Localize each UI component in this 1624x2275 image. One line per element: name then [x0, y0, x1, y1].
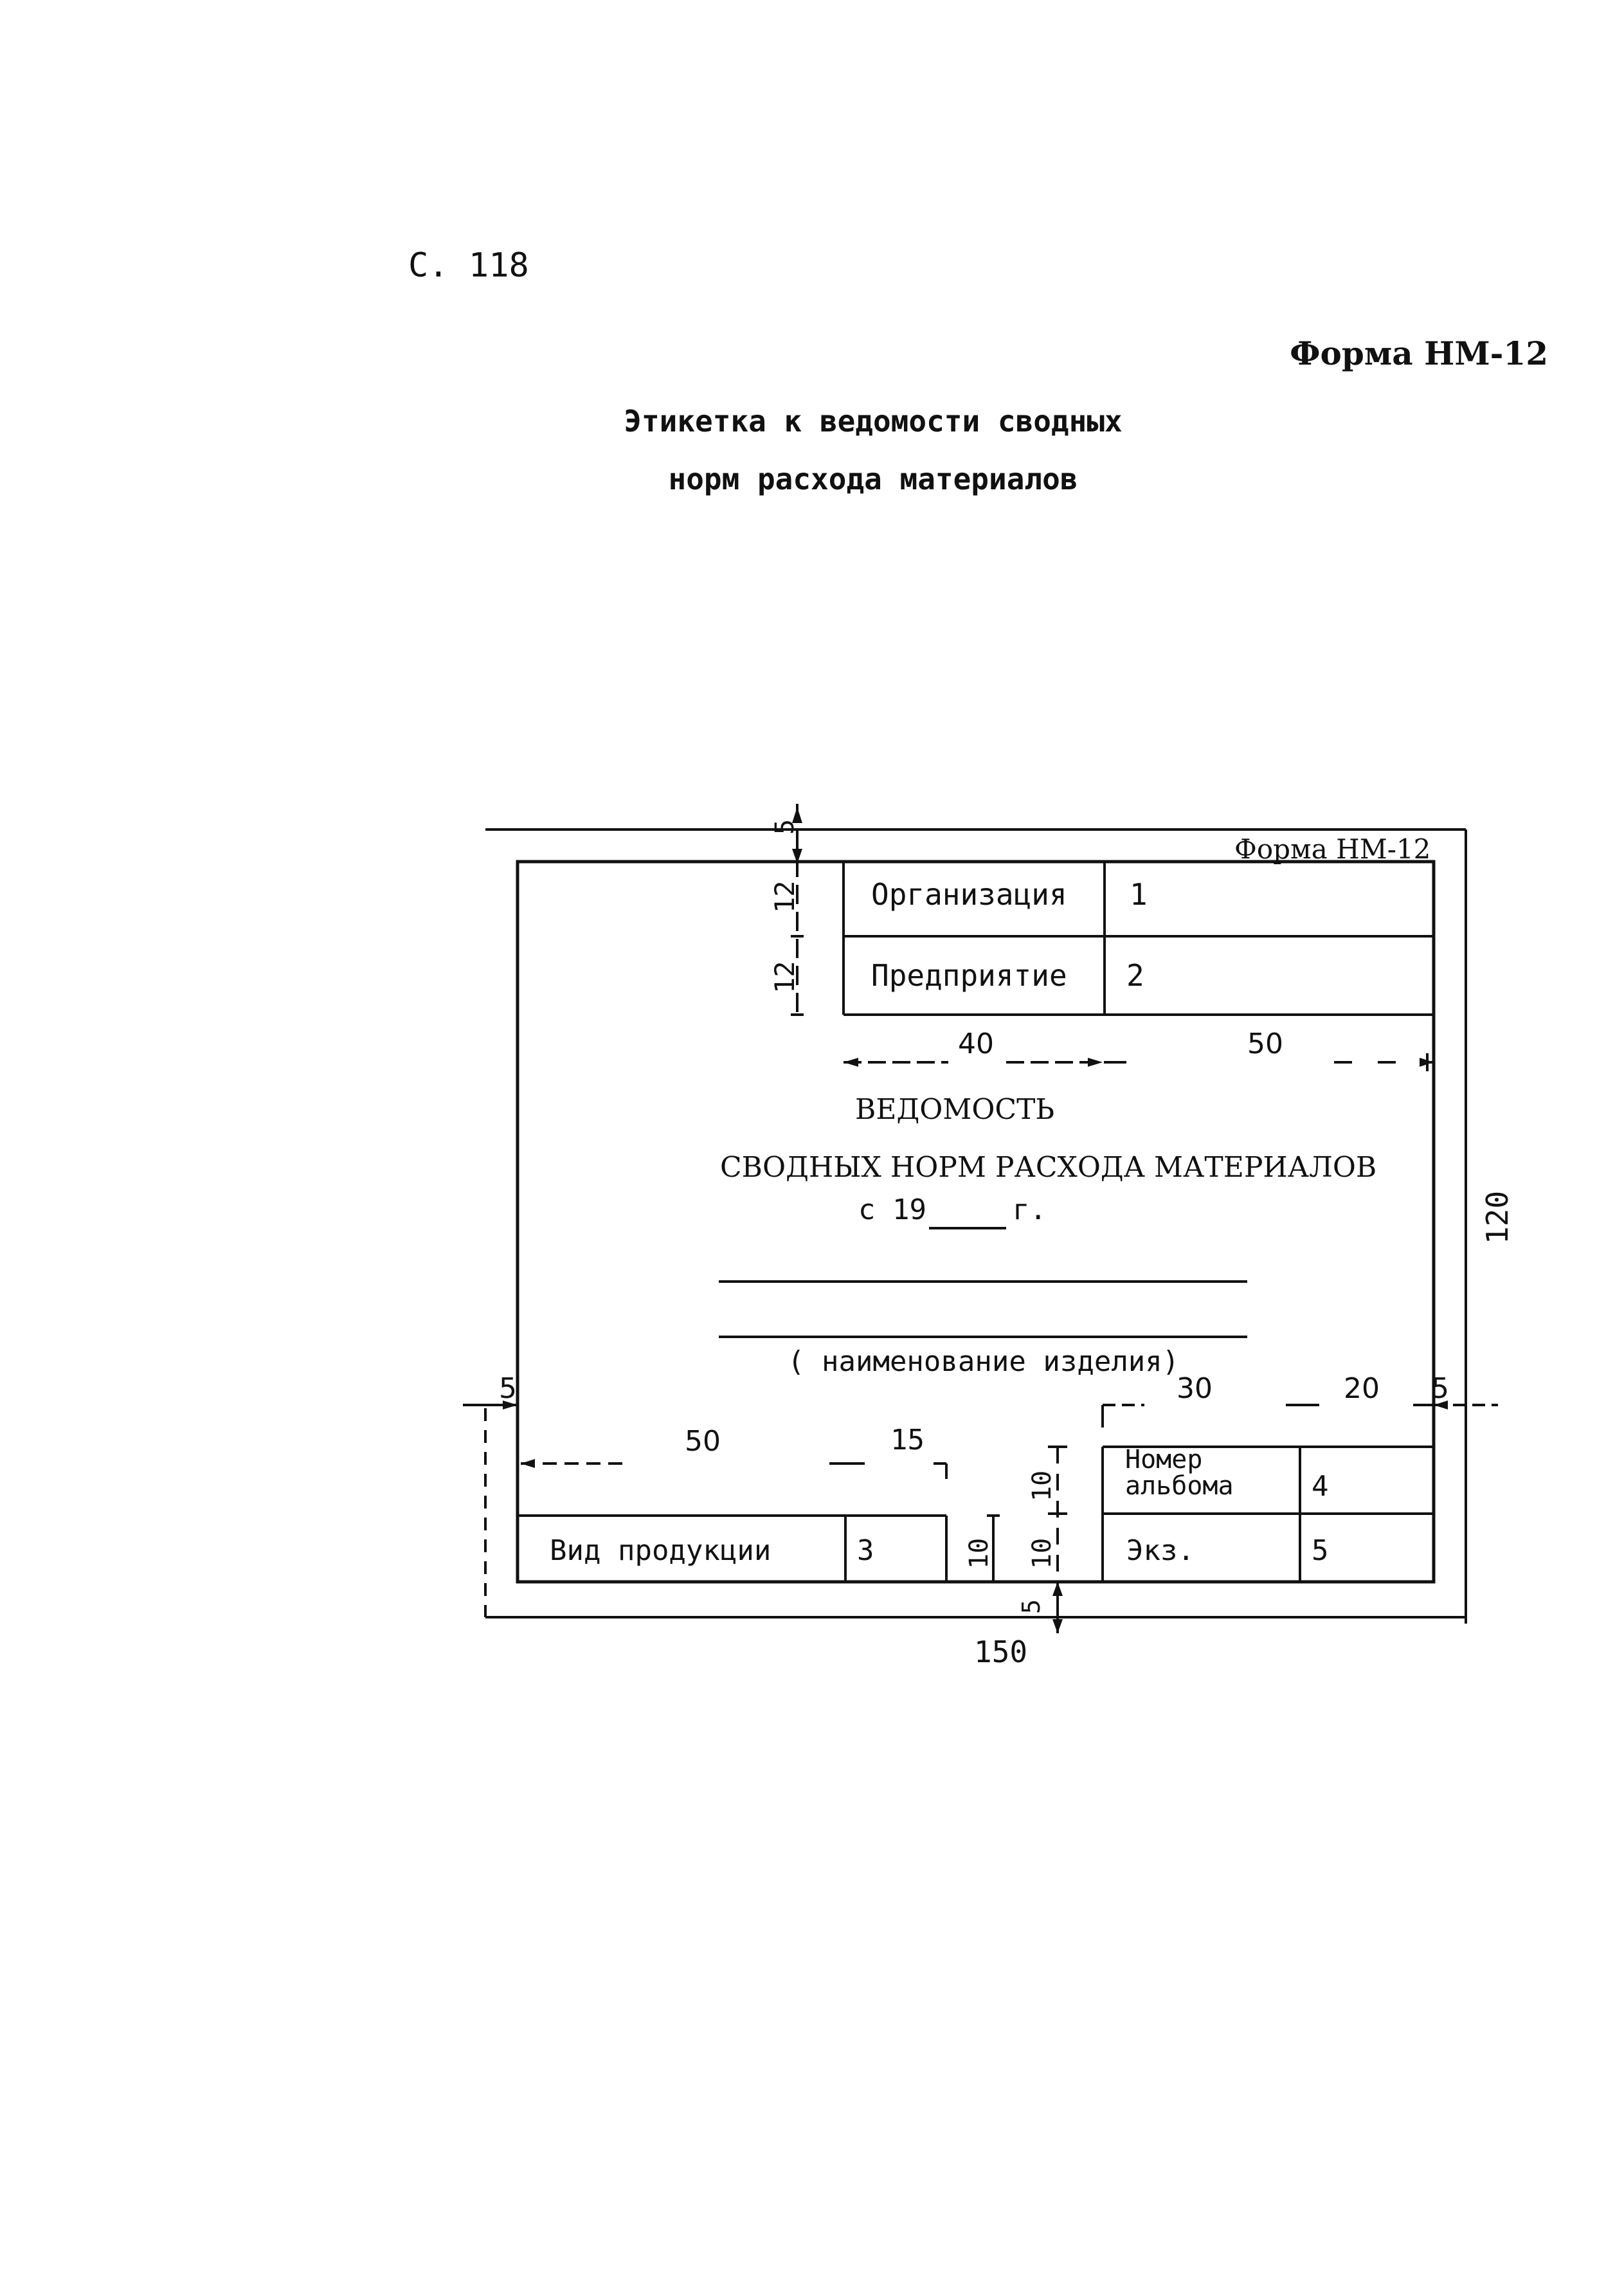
copy-label: Экз.	[1126, 1534, 1195, 1567]
dim-left-margin: 5	[499, 1372, 517, 1405]
page-number: С. 118	[408, 246, 529, 285]
dim-top-margin: 5	[770, 819, 800, 835]
dim-bottom-row-10c: 10	[1027, 1537, 1057, 1569]
date-suffix: г.	[1013, 1193, 1047, 1226]
dim-right-margin: 5	[1431, 1372, 1449, 1405]
dim-bottom-row-10b: 10	[964, 1537, 994, 1569]
dim-bottom-row-10a: 10	[1027, 1470, 1057, 1501]
product-name-caption: ( наименование изделия)	[788, 1345, 1180, 1378]
album-number-label-line1: Номер	[1125, 1445, 1203, 1474]
album-number-label-line2: альбома	[1125, 1471, 1234, 1501]
enterprise-label: Предприятие	[871, 958, 1067, 993]
dim-bottom-margin: 5	[1017, 1599, 1045, 1614]
dim-col-20: 20	[1344, 1372, 1380, 1405]
doc-title-line1: ВЕДОМОСТЬ	[855, 1093, 1055, 1126]
enterprise-value: 2	[1126, 958, 1144, 993]
form-code: Форма НМ-12	[1290, 334, 1548, 372]
organization-label: Организация	[871, 877, 1067, 912]
product-type-value: 3	[857, 1534, 874, 1567]
page-title-line1: Этикетка к ведомости сводных	[624, 404, 1123, 439]
date-prefix: с 19	[858, 1193, 926, 1226]
dim-total-height: 120	[1480, 1190, 1515, 1244]
album-number-value: 4	[1312, 1470, 1329, 1503]
dim-col-50: 50	[1247, 1028, 1283, 1060]
dim-total-width: 150	[974, 1635, 1028, 1669]
product-type-label: Вид продукции	[550, 1534, 771, 1567]
doc-title-line2: СВОДНЫХ НОРМ РАСХОДА МАТЕРИАЛОВ	[720, 1151, 1377, 1184]
dim-row-height-2: 12	[769, 961, 800, 993]
label-form-code: Форма НМ-12	[1234, 833, 1431, 865]
dim-bottom-col-50: 50	[685, 1425, 721, 1458]
organization-value: 1	[1130, 877, 1148, 912]
copy-value: 5	[1312, 1534, 1329, 1567]
dim-row-height-1: 12	[769, 880, 800, 913]
dim-bottom-col-15: 15	[890, 1424, 925, 1456]
dim-col-30: 30	[1177, 1372, 1213, 1405]
dim-col-40: 40	[958, 1028, 994, 1060]
page-title-line2: норм расхода материалов	[668, 462, 1078, 496]
